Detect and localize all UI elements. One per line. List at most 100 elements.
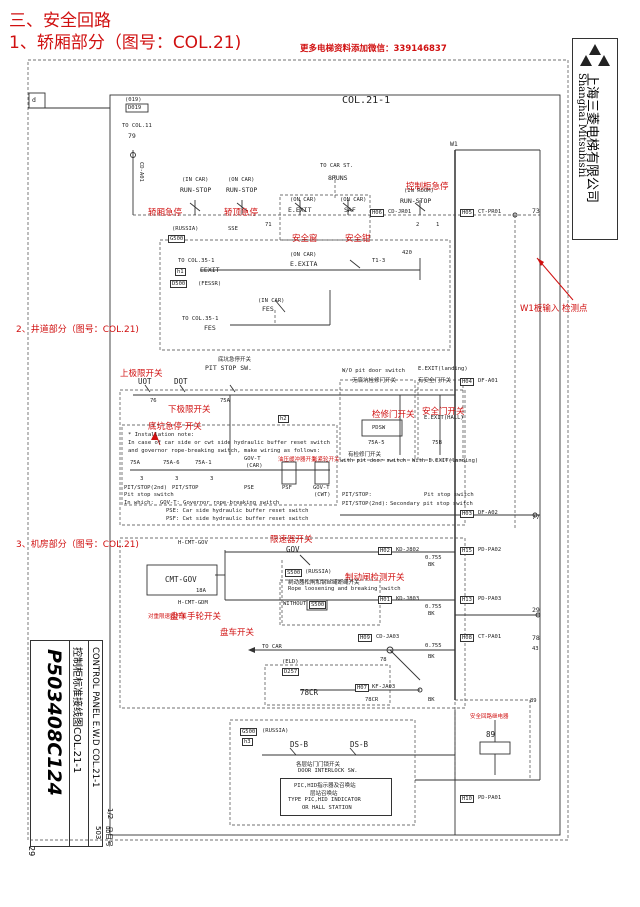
type-pic: TYPE PIC,HID INDICATOR	[288, 797, 361, 803]
pd-pa01: PD-PA01	[478, 795, 502, 801]
drawing-title-block: P503408C124	[30, 640, 70, 847]
w1-label: W1	[450, 140, 458, 148]
russia-m: (RUSSIA)	[305, 569, 332, 575]
cd-jr01: CD-JR01	[388, 209, 412, 215]
on-car-eexita: (ON CAR)	[290, 252, 317, 258]
gov-car: (CAR)	[246, 463, 263, 469]
run-stop2-top: (ON CAR)	[228, 177, 255, 183]
brake-cn: 制动器松闸和钢丝绳断绳开关	[288, 580, 360, 586]
inwhich: In which:	[124, 500, 154, 506]
ct-pr01: CT-PR01	[478, 209, 502, 215]
ann-top-stop: 轿顶急停	[224, 208, 259, 218]
ann-pit-stop: 底坑急停 开关	[148, 422, 202, 432]
without-label: WITHOUT	[283, 601, 307, 607]
n75a: 75A	[220, 398, 230, 404]
n75a-5: 75A-5	[368, 440, 385, 446]
n78cr: 78CR	[300, 688, 319, 697]
ct-pa01: CT-PA01	[478, 634, 502, 640]
n420: 420	[402, 250, 412, 256]
russia2: (RUSSIA)	[262, 728, 289, 734]
cmt-gov-h: H-CMT-GOV	[178, 540, 208, 546]
pitstop2-label: PIT/STOP(2nd):	[342, 501, 389, 507]
part1-heading: 1、轿厢部分（图号：COL.21)	[9, 33, 242, 53]
ann-cabinet-stop: 控制柜急停	[406, 182, 449, 192]
n75a-1: 75A-1	[195, 460, 212, 466]
n29: 29	[532, 606, 540, 614]
h01-tag: H01	[378, 596, 392, 604]
or-hall: OR HALL STATION	[302, 805, 352, 811]
fessr: (FESSR)	[198, 281, 222, 287]
psf-label: PSF	[282, 485, 292, 491]
eexita: E.EXITA	[290, 260, 318, 268]
to-car: TO CAR	[262, 644, 282, 650]
run-stop2-name: RUN-STOP	[226, 186, 258, 194]
n0755-a: 0.755	[425, 555, 442, 561]
n78b: 78	[380, 657, 387, 663]
mitsubishi-logo-icon	[580, 44, 610, 66]
df-a02: DF-A02	[478, 510, 498, 516]
ann-safety-door: 安全门开关	[422, 407, 465, 417]
pitstop2nd: PIT/STOP(2nd)	[124, 485, 168, 491]
n3-a: 3	[140, 476, 144, 482]
b9-box: 89	[486, 730, 496, 739]
pit-stop-sw2: Pit stop switch	[124, 492, 174, 498]
to-car-st: TO CAR ST.	[320, 163, 354, 169]
top-code: D019	[128, 105, 142, 111]
n3-c: 3	[210, 476, 214, 482]
sheet-title: COL.21-1	[342, 95, 391, 106]
pitstop: PIT/STOP	[172, 485, 199, 491]
n78: 78	[532, 634, 540, 642]
gov-label: GOV	[286, 545, 300, 554]
n43: 43	[532, 646, 539, 652]
ann-hand-crank: 盘车手轮开关	[170, 612, 222, 622]
ann-pit-door: 检修门开关	[372, 410, 415, 420]
eld-label: (ELD)	[282, 659, 299, 665]
h08-tag: H08	[460, 634, 474, 642]
n0755-b: 0.755	[425, 604, 442, 610]
h10-tag: H10	[460, 795, 474, 803]
run-stop1-name: RUN-STOP	[180, 186, 212, 194]
hall-cn: PIC,HID指示器及召唤站	[294, 783, 356, 789]
ds-b1: DS-B	[290, 740, 309, 749]
pitstop-label: PIT/STOP:	[342, 492, 372, 498]
pd-pa03: PD-PA03	[478, 596, 502, 602]
rope-loosen: Rope loosening and breaking switch	[288, 586, 401, 592]
saf-name: SAF	[344, 206, 356, 214]
df-a01: DF-A01	[478, 378, 498, 384]
ann-w1: W1板输入 检测点	[520, 304, 588, 314]
ann-safety-window: 安全窗	[292, 234, 318, 244]
n0755-c: 0.755	[425, 643, 442, 649]
no-pit-cn: 无底坑检修门开关	[352, 378, 397, 384]
cd-ja03: CD-JA03	[376, 634, 400, 640]
ann-safety-gear: 安全钳	[345, 234, 371, 244]
d500-tag: D500	[170, 280, 188, 288]
t1-3: T1-3	[372, 258, 386, 264]
h04-tag: H04	[460, 378, 474, 386]
h06-tag: H06	[370, 209, 384, 217]
cd-ao1: CD-A01	[138, 162, 144, 182]
kd-j803: KD-J803	[396, 596, 420, 602]
b9-label: 89	[530, 698, 537, 704]
note-pse: PSE: Car side hydraulic buffer reset swi…	[166, 508, 309, 514]
h3-tag: h3	[242, 738, 253, 746]
eexit-hall: E.EXIT(HALL)	[424, 415, 464, 421]
n79: 79	[128, 132, 136, 140]
note-gov: GOV-T: Governor rope-breaking switch	[160, 500, 280, 506]
eexit-name: E.EXIT	[288, 206, 312, 214]
s500b-tag: S500	[309, 601, 327, 609]
bk-b: BK	[428, 611, 435, 617]
h13-tag: H13	[460, 596, 474, 604]
run-stop3-top: (IN ROOM)	[404, 188, 434, 194]
uot-label: UOT	[138, 377, 152, 386]
ds-b2: DS-B	[350, 740, 369, 749]
run-stop3-name: RUN-STOP	[400, 197, 432, 205]
g500-door-tag: G500	[240, 728, 258, 736]
eexit-landing: E.EXIT(landing)	[418, 366, 468, 372]
d257-tag: D257	[282, 668, 300, 676]
drawing-title-strip-en: CONTROL PANEL E.W.D COL.21-1	[88, 640, 103, 847]
ann-safety-relay: 安全回路继电器	[470, 714, 509, 720]
h03-tag: H03	[460, 510, 474, 518]
kf-ja03: KF-JA03	[372, 684, 396, 690]
top-tag: (019)	[125, 97, 142, 103]
